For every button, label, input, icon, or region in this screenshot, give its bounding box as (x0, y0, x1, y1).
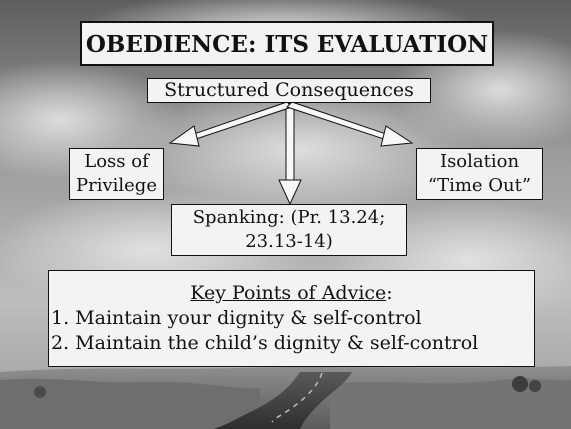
bush (34, 386, 46, 398)
spanking-line-1: Spanking: (Pr. 13.24; (192, 207, 386, 228)
slide-title: OBEDIENCE: ITS EVALUATION (80, 21, 494, 66)
advice-box: Key Points of Advice: 1. Maintain your d… (48, 270, 535, 367)
road-line (271, 372, 323, 423)
spanking-line-2: 23.13-14) (245, 231, 333, 252)
arrow-down (278, 102, 302, 206)
advice-heading-colon: : (386, 282, 393, 304)
spanking-box: Spanking: (Pr. 13.24; 23.13-14) (171, 204, 407, 256)
cloud (120, 80, 480, 220)
advice-heading: Key Points of Advice: (49, 281, 534, 306)
structured-consequences-box: Structured Consequences (147, 78, 431, 103)
advice-point: 2. Maintain the child’s dignity & self-c… (51, 332, 479, 354)
scrub (330, 378, 571, 429)
road (214, 372, 352, 429)
loss-of-privilege-box: Loss of Privilege (69, 148, 164, 200)
bush (512, 376, 528, 392)
isolation-line-1: Isolation (439, 151, 520, 172)
arrow-right (286, 101, 414, 147)
bush (529, 380, 541, 392)
isolation-line-2: “Time Out” (427, 175, 532, 196)
loss-line-1: Loss of (84, 151, 149, 172)
arrow-left (168, 101, 293, 147)
loss-line-2: Privilege (76, 175, 157, 196)
advice-heading-text: Key Points of Advice (190, 282, 387, 304)
scrub (0, 378, 260, 429)
advice-point: 1. Maintain your dignity & self-control (51, 307, 422, 329)
isolation-box: Isolation “Time Out” (416, 148, 543, 200)
